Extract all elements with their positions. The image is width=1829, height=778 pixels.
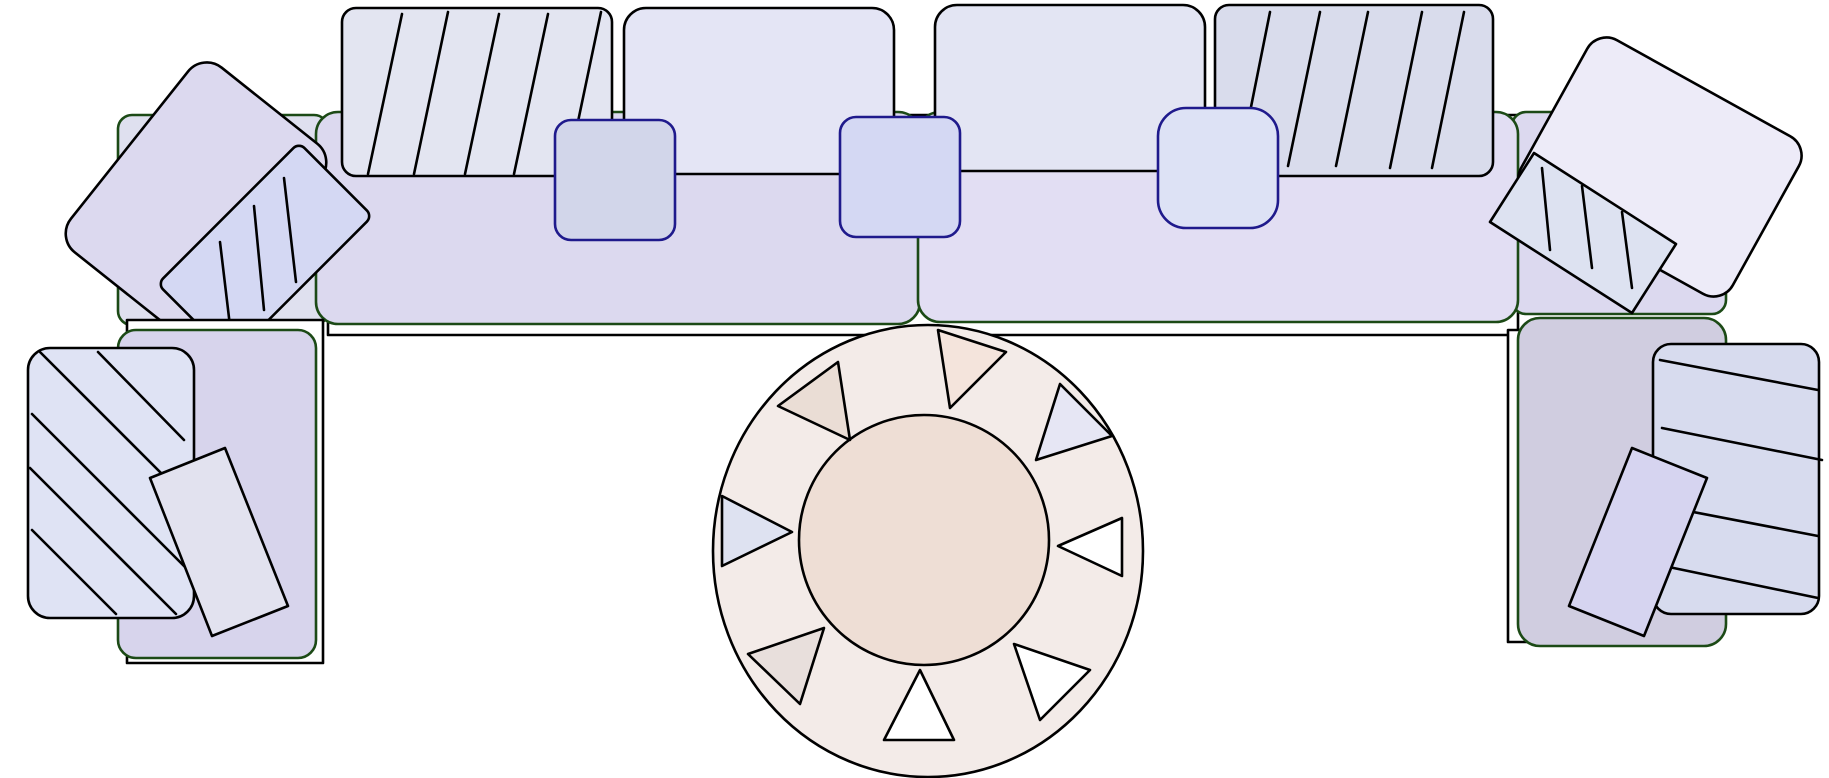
rug-triangle-1 [936,328,1008,410]
sectional-sofa [56,3,1809,358]
back-cushion-3[interactable] [933,3,1207,173]
rug-triangle-4 [1012,642,1092,722]
throw-pillow-2[interactable] [838,115,962,239]
rug-triangle-2 [1034,382,1114,462]
back-cushion-4-stripes [1236,10,1466,174]
corner-cushion-right[interactable] [1488,30,1809,315]
rug-triangle-7 [720,494,794,568]
left-armchair-cushion [148,446,290,638]
throw-pillow-3[interactable] [1156,106,1280,230]
corner-cushion-left[interactable] [56,53,372,358]
corner-cushion-right-pillow-stripes [1540,166,1634,290]
corner-cushion-left-pillow-stripes [218,176,298,328]
right-armchair-cushion [1567,446,1709,638]
rug-triangle-3 [1056,516,1124,578]
back-cushion-1-stripes [366,10,603,176]
back-cushion-1[interactable] [340,6,614,178]
throw-pillow-1[interactable] [553,118,677,242]
back-cushion-2[interactable] [622,6,896,176]
back-cushion-4[interactable] [1213,3,1495,178]
left-armchair-back-stripes [28,350,190,616]
right-armchair-back-stripes [1658,358,1824,600]
coffee-table[interactable] [711,323,1145,778]
back-cushion-4-body [1213,3,1495,178]
back-cushion-1-body [340,6,614,178]
rug-triangle-5 [882,668,956,742]
rug-inner-circle [797,413,1051,667]
rug-triangle-8 [776,360,852,442]
right-armchair[interactable] [1506,316,1824,648]
left-armchair[interactable] [26,318,325,665]
rug-triangle-6 [746,626,826,706]
